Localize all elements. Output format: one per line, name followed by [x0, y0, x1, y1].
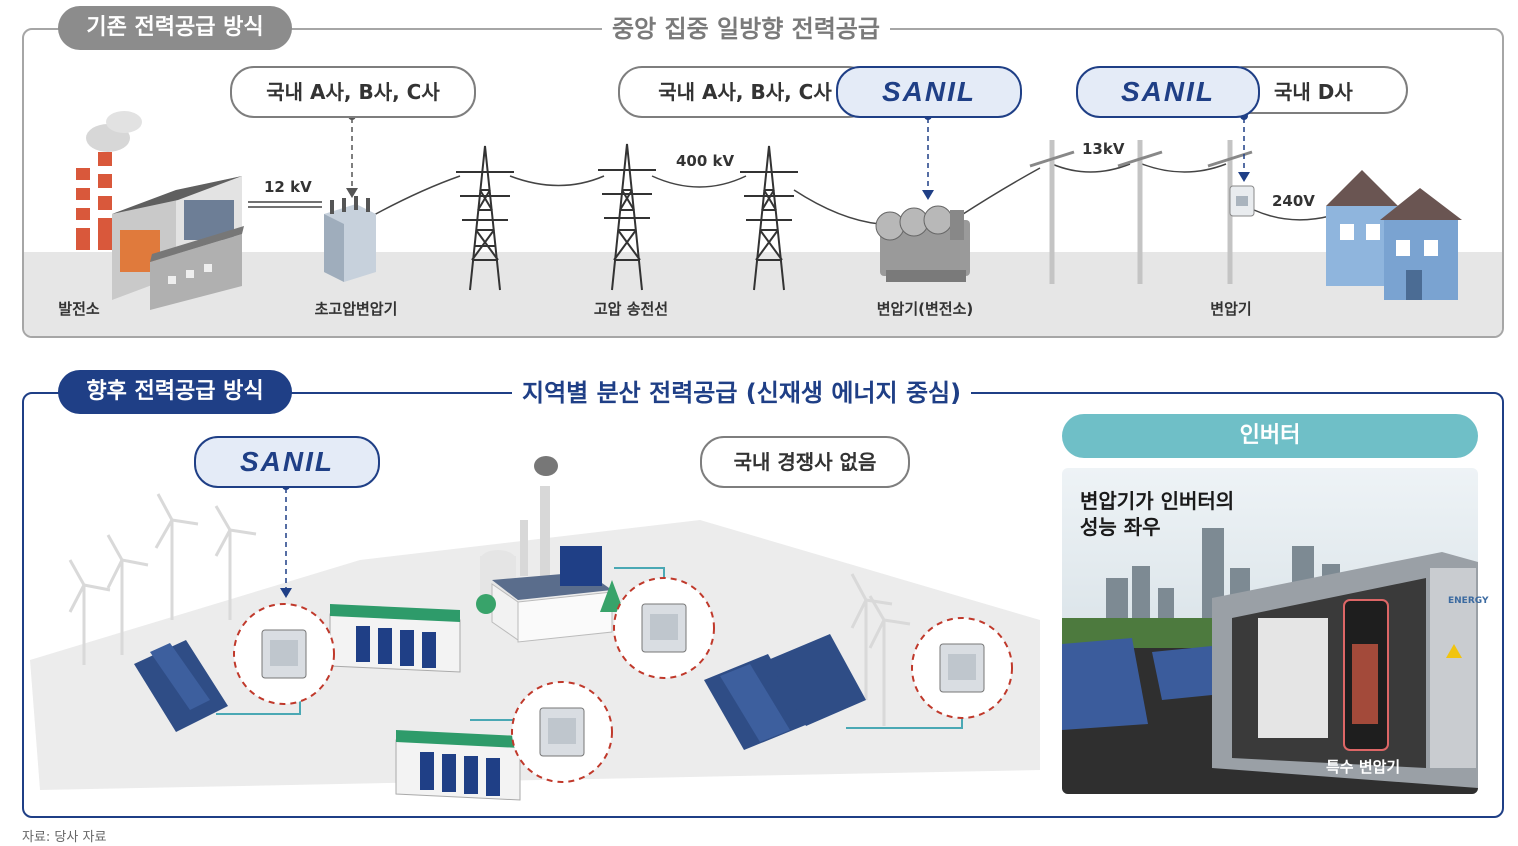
- transformer-highlight: [512, 682, 612, 782]
- no-competitor-bubble: 국내 경쟁사 없음: [700, 436, 910, 488]
- sanil-logo-badge: SANIL: [194, 436, 380, 488]
- special-transformer-caption: 특수 변압기: [1326, 756, 1400, 777]
- solar-panel-icon: [1152, 646, 1222, 700]
- special-transformer-icon: [1352, 644, 1378, 724]
- inverter-note-line1: 변압기가 인버터의: [1080, 488, 1234, 514]
- inverter-title-pill: 인버터: [1062, 414, 1478, 458]
- inverter-note-line2: 성능 좌우: [1080, 514, 1234, 540]
- battery-storage-icon: [396, 730, 520, 800]
- battery-storage-icon: [330, 604, 460, 672]
- sanil-arrow: [280, 482, 292, 598]
- container-label: ENERGY: [1448, 596, 1488, 606]
- transformer-highlight: [614, 578, 714, 678]
- inverter-note: 변압기가 인버터의 성능 좌우: [1080, 488, 1234, 540]
- source-note: 자료: 당사 자료: [22, 826, 106, 845]
- transformer-highlight: [912, 618, 1012, 718]
- transformer-highlight: [234, 604, 334, 704]
